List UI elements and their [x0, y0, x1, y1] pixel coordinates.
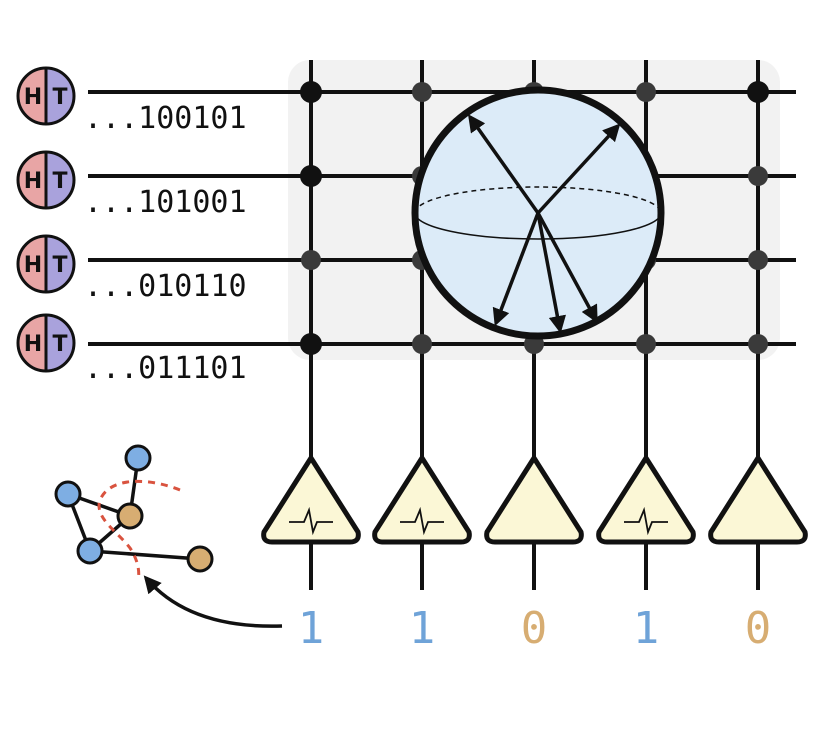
junction-dot — [300, 81, 322, 103]
detector-body — [596, 455, 696, 545]
output-bit: 0 — [521, 603, 548, 654]
junction-dot — [636, 82, 656, 102]
output-bits: 1 1 0 1 0 — [298, 603, 772, 654]
curved-arrow — [143, 575, 283, 628]
state-vector-arrow — [536, 123, 621, 215]
graph-node-tan — [186, 545, 214, 573]
sphere-equator-back — [414, 186, 662, 214]
coin-tails-half — [46, 315, 74, 371]
output-bit: 0 — [745, 603, 772, 654]
detector-body — [708, 455, 808, 545]
junction-dot — [412, 82, 432, 102]
graph-edge — [89, 549, 201, 561]
coin-row: H T ...101001 — [16, 150, 247, 220]
detector-body — [484, 455, 584, 545]
coin-bitstring: ...010110 — [84, 269, 247, 304]
coin-tails-half — [46, 152, 74, 208]
coin-inputs: H T ...100101 H T ...101001 H T ...01011… — [16, 66, 247, 386]
detector — [372, 455, 472, 545]
coin-tails-half — [46, 68, 74, 124]
junction-dot — [300, 165, 322, 187]
coin-tails-label: T — [52, 169, 67, 194]
graph-cut-line — [97, 479, 181, 581]
graph-node-blue — [54, 480, 82, 508]
output-bit: 1 — [409, 603, 436, 654]
detector — [261, 455, 361, 545]
graph-cut-illustration — [54, 444, 283, 628]
junction-dot — [300, 333, 322, 355]
coin-row: H T ...011101 — [16, 313, 247, 386]
coin-heads-half — [18, 68, 46, 124]
coin-tails-label: T — [52, 253, 67, 278]
coin-heads-label: H — [24, 85, 42, 110]
state-vector-arrow — [467, 114, 540, 215]
state-vector-arrow — [536, 212, 598, 324]
detector — [596, 455, 696, 545]
state-vector-arrow — [492, 212, 540, 327]
coin-bitstring: ...011101 — [84, 351, 247, 386]
junction-dot — [748, 334, 768, 354]
coin-tails-label: T — [52, 332, 67, 357]
graph-node-tan — [116, 502, 144, 530]
coin-heads-label: H — [24, 169, 42, 194]
coin-heads-half — [18, 236, 46, 292]
coin-row: H T ...100101 — [16, 66, 247, 136]
coin-heads-label: H — [24, 332, 42, 357]
graph-node-blue — [124, 444, 152, 472]
junction-dot — [636, 334, 656, 354]
coin-bitstring: ...101001 — [84, 185, 247, 220]
detector — [708, 455, 808, 545]
unitary-sphere — [411, 86, 665, 340]
coin-bitstring: ...100101 — [84, 101, 247, 136]
coin-tails-half — [46, 236, 74, 292]
junction-dot — [748, 166, 768, 186]
junction-dot — [301, 250, 321, 270]
coin-tails-label: T — [52, 85, 67, 110]
junction-dot — [412, 334, 432, 354]
coin-heads-half — [18, 315, 46, 371]
detector-body — [372, 455, 472, 545]
sphere-equator-front — [414, 212, 662, 240]
output-bit: 1 — [633, 603, 660, 654]
click-pulse-icon — [289, 506, 333, 536]
junction-dot — [747, 81, 769, 103]
junction-dot — [748, 250, 768, 270]
output-bit: 1 — [298, 603, 325, 654]
detectors — [261, 455, 808, 545]
graph-node-blue — [76, 537, 104, 565]
click-pulse-icon — [400, 506, 444, 536]
detector-body — [261, 455, 361, 545]
click-pulse-icon — [624, 506, 668, 536]
state-vector-arrow — [536, 212, 567, 334]
coin-heads-label: H — [24, 253, 42, 278]
detector — [484, 455, 584, 545]
coin-heads-half — [18, 152, 46, 208]
coin-row: H T ...010110 — [16, 234, 247, 304]
